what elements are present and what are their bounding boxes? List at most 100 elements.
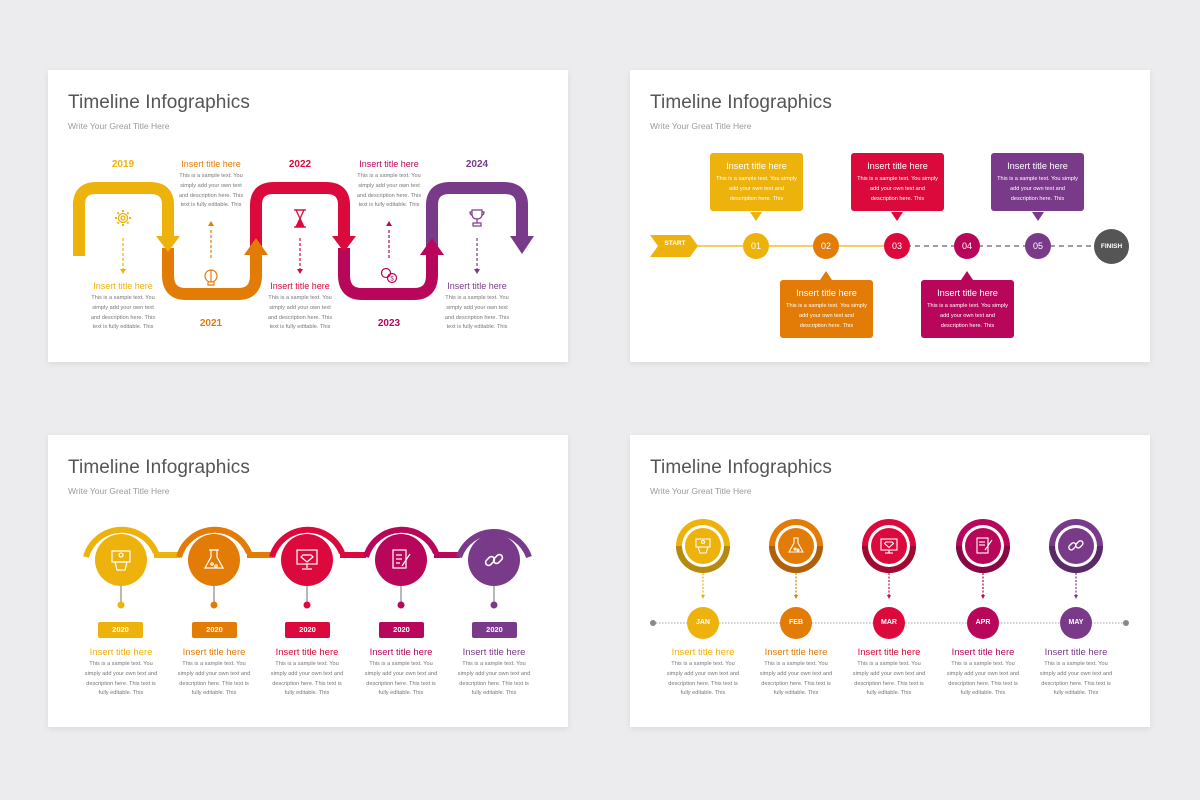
slide-snake-timeline[interactable]: Timeline Infographics Write Your Great T… [48,70,568,362]
step-title: Insert title here [369,647,433,658]
chain-link-icon [1068,540,1084,551]
step-node[interactable]: 05 [1025,233,1051,259]
step-description: This is a sample text. You simply add yo… [852,661,926,697]
step-description: This is a sample text. You simply add yo… [946,661,1020,697]
callout-title: Insert title here [1007,161,1068,171]
step-description: This is a sample text. You simply add yo… [457,661,531,697]
step-title: Insert title here [93,281,153,291]
flask-icon [203,549,225,569]
document-pen-icon [976,537,993,554]
step-text-block: Insert title here This is a sample text.… [265,281,335,333]
callout-description: This is a sample text. You simply add yo… [857,176,938,202]
step-title: Insert title here [951,647,1015,658]
step-title: Insert title here [447,281,507,291]
month-node[interactable]: MAR [873,607,905,639]
year-badge: 2020 [285,622,330,638]
snake-arrow-path [73,182,534,300]
arch-connector [83,526,532,609]
step-description: This is a sample text. You simply add yo… [364,661,438,697]
svg-text:$: $ [390,277,394,283]
step-description: This is a sample text. You simply add yo… [356,173,422,209]
slide-arch-timeline[interactable]: Timeline Infographics Write Your Great T… [48,435,568,727]
callout-description: This is a sample text. You simply add yo… [927,303,1008,329]
slide-subtitle: Write Your Great Title Here [68,486,170,496]
step-title: Insert title here [275,647,339,658]
year-label: 2024 [465,159,489,170]
step-node[interactable]: 04 [954,233,980,259]
step-text-block: Insert title here This is a sample text.… [759,647,833,699]
step-title: Insert title here [857,647,921,658]
hourglass-icon [294,209,306,228]
step-description: This is a sample text. You simply add yo… [177,661,251,697]
step-text-block: Insert title here This is a sample text.… [364,647,438,699]
callout-description: This is a sample text. You simply add yo… [786,303,867,329]
slide-callout-timeline[interactable]: Timeline Infographics Write Your Great T… [630,70,1150,362]
step-description: This is a sample text. You simply add yo… [1039,661,1113,697]
step-text-block: Insert title here This is a sample text.… [84,647,158,699]
timeline-line [650,212,1100,280]
month-node[interactable]: FEB [780,607,812,639]
callout-title: Insert title here [937,288,998,298]
month-node[interactable]: APR [967,607,999,639]
callout-description: This is a sample text. You simply add yo… [716,176,797,202]
step-description: This is a sample text. You simply add yo… [84,661,158,697]
step-title: Insert title here [182,647,246,658]
step-text-block: Insert title here This is a sample text.… [852,647,926,699]
step-description: This is a sample text. You simply add yo… [759,661,833,697]
step-description: This is a sample text. You simply add yo… [666,661,740,697]
step-text-block: Insert title here This is a sample text.… [666,647,740,699]
step-title: Insert title here [764,647,828,658]
slide-month-timeline[interactable]: Timeline Infographics Write Your Great T… [630,435,1150,727]
callout-box: Insert title here This is a sample text.… [991,153,1084,211]
step-description: This is a sample text. You simply add yo… [270,661,344,697]
start-label: START [664,240,686,247]
month-timeline-graphic [650,519,1129,626]
slide-subtitle: Write Your Great Title Here [650,486,752,496]
step-title: Insert title here [359,159,419,169]
finish-node: FINISH [1094,229,1129,264]
step-text-block: Insert title here This is a sample text.… [270,647,344,699]
step-text-block: Insert title here This is a sample text.… [176,159,246,211]
chain-link-icon [484,553,504,567]
step-description: This is a sample text. You simply add yo… [267,295,333,331]
step-title: Insert title here [270,281,330,291]
presenter-icon [695,538,711,554]
year-badge: 2020 [472,622,517,638]
month-node[interactable]: JAN [687,607,719,639]
step-text-block: Insert title here This is a sample text.… [946,647,1020,699]
slide-title: Timeline Infographics [68,92,250,113]
callout-box: Insert title here This is a sample text.… [851,153,944,211]
step-description: This is a sample text. You simply add yo… [444,295,510,331]
year-badge: 2020 [98,622,143,638]
year-label: 2022 [288,159,312,170]
step-node[interactable]: 02 [813,233,839,259]
step-text-block: Insert title here This is a sample text.… [177,647,251,699]
step-title: Insert title here [462,647,526,658]
callout-box: Insert title here This is a sample text.… [710,153,803,211]
step-node[interactable]: 01 [743,233,769,259]
gear-icon [115,210,131,226]
step-title: Insert title here [1044,647,1108,658]
step-text-block: Insert title here This is a sample text.… [1039,647,1113,699]
year-label: 2023 [377,318,401,329]
callout-title: Insert title here [796,288,857,298]
step-description: This is a sample text. You simply add yo… [178,173,244,209]
presenter-icon [111,550,131,571]
flask-icon [788,537,804,553]
step-title: Insert title here [671,647,735,658]
monitor-diamond-icon [880,538,898,554]
slide-subtitle: Write Your Great Title Here [650,121,752,131]
monitor-diamond-icon [296,549,318,570]
year-badge: 2020 [379,622,424,638]
start-arrow [650,235,698,257]
step-description: This is a sample text. You simply add yo… [90,295,156,331]
step-title: Insert title here [181,159,241,169]
step-node[interactable]: 03 [884,233,910,259]
step-text-block: Insert title here This is a sample text.… [88,281,158,333]
callout-title: Insert title here [726,161,787,171]
brain-bulb-icon [204,269,218,286]
year-label: 2021 [199,318,223,329]
year-badge: 2020 [192,622,237,638]
slide-title: Timeline Infographics [650,92,832,113]
month-node[interactable]: MAY [1060,607,1092,639]
